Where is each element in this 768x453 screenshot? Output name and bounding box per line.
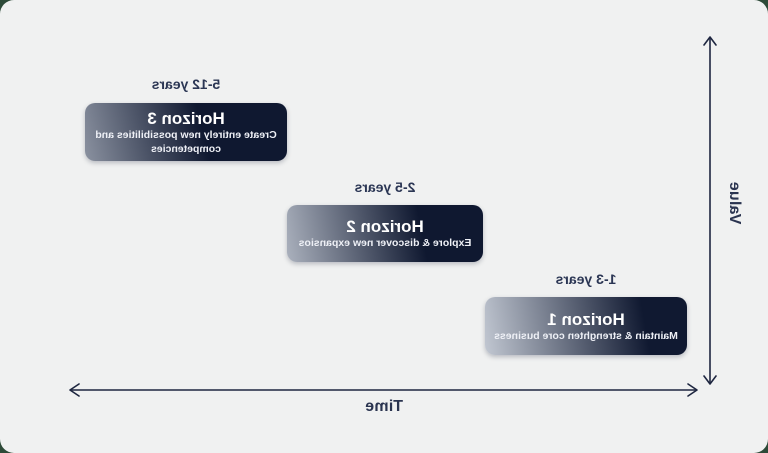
value-axis-arrow-up-icon (703, 36, 717, 46)
horizon-2-subtitle: Explore & discover new expansios (298, 237, 472, 250)
horizon-3-title: Horizon 3 (147, 108, 225, 128)
value-axis-arrow-down-icon (703, 375, 717, 385)
horizon-2-years-label: 2-5 years (354, 179, 416, 195)
time-axis-arrow-left-icon (687, 383, 698, 397)
time-axis-arrow-right-icon (69, 383, 80, 397)
horizon-1-card: Horizon 1 Maintain & strenghten core bus… (485, 297, 687, 355)
horizon-2-card: Horizon 2 Explore & discover new expansi… (287, 205, 483, 262)
horizon-3-card: Horizon 3 Create entirely new possibilit… (85, 103, 287, 161)
horizon-3-years-label: 5-12 years (151, 76, 221, 92)
horizon-1-title: Horizon 1 (547, 309, 625, 329)
time-axis-label: Time (365, 398, 403, 415)
value-axis-label: Value (726, 181, 743, 225)
horizon-2-title: Horizon 2 (346, 217, 424, 237)
horizon-1-years-label: 1-3 years (555, 271, 617, 287)
horizon-3-subtitle: Create entirely new possibilities and co… (95, 128, 277, 155)
horizon-1-subtitle: Maintain & strenghten core business (494, 329, 678, 342)
